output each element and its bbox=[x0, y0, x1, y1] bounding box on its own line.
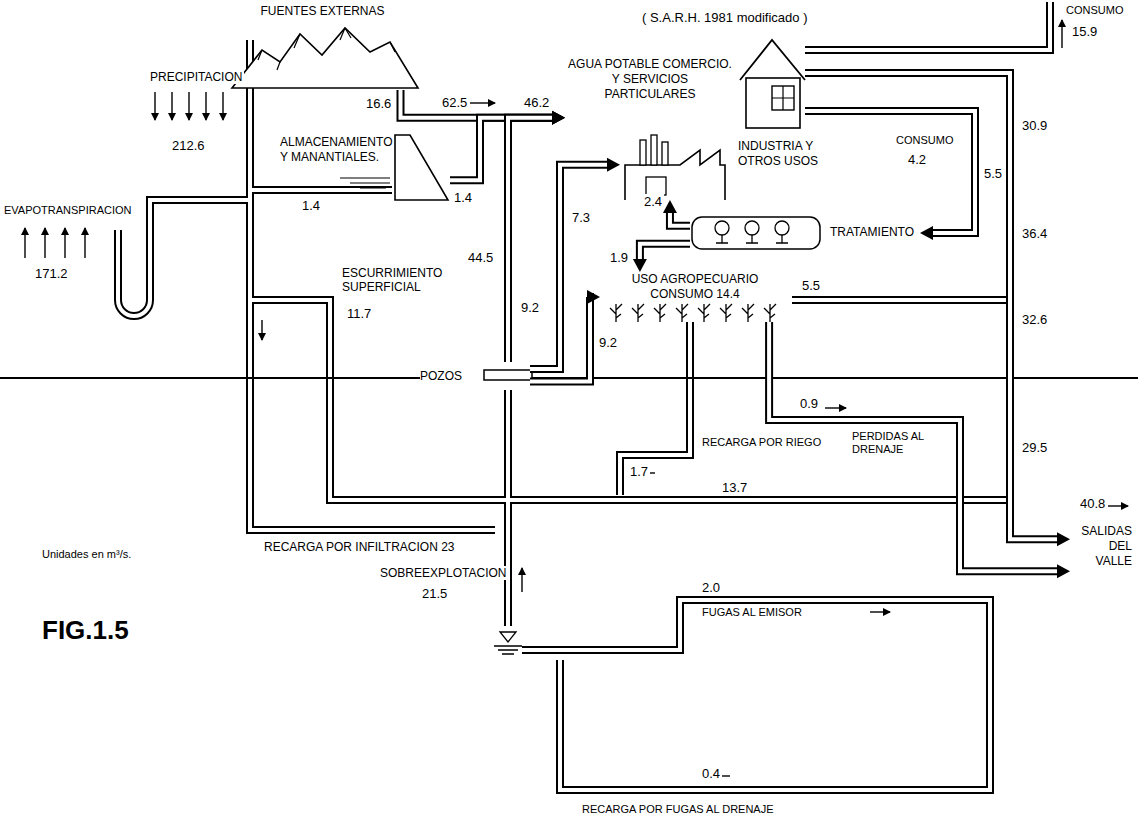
flow-label: 9.2 bbox=[519, 300, 541, 316]
flow-value: 16.6 bbox=[364, 96, 393, 112]
flow-label: 2.0 bbox=[700, 580, 722, 596]
flow-label: 0.4 bbox=[700, 766, 722, 782]
node-text: INDUSTRIA Y OTROS USOS bbox=[738, 139, 838, 169]
flow-value: 2.4 bbox=[642, 194, 664, 210]
flow-value: 1.9 bbox=[608, 250, 630, 266]
node-text: FUENTES EXTERNAS bbox=[225, 4, 420, 19]
flow-label: RECARGA POR INFILTRACION 23 bbox=[262, 540, 456, 554]
flow-node: INDUSTRIA Y OTROS USOS bbox=[620, 125, 890, 200]
flow-label: ( S.A.R.H. 1981 modificado ) bbox=[640, 10, 809, 26]
flow-label: PERDIDAS AL DRENAJE bbox=[850, 430, 954, 456]
flow-label: 62.5 bbox=[440, 95, 469, 111]
flow-label: RECARGA POR RIEGO bbox=[700, 436, 823, 449]
flow-label: RECARGA POR FUGAS AL DRENAJE bbox=[580, 803, 776, 816]
flow-label: EVAPOTRANSPIRACION bbox=[2, 204, 134, 217]
flow-node: SALIDAS DEL VALLE bbox=[1070, 520, 1134, 584]
flow-label: 21.5 bbox=[420, 586, 449, 602]
node-text: POZOS bbox=[420, 369, 478, 384]
flow-label: 29.5 bbox=[1020, 440, 1049, 456]
pipe-connector bbox=[530, 158, 620, 369]
flow-label: 36.4 bbox=[1020, 226, 1049, 242]
flow-node: AGUA POTABLE COMERCIO. Y SERVICIOS PARTI… bbox=[565, 35, 805, 130]
flow-node: TRATAMIENTO bbox=[690, 215, 920, 251]
flow-label: CONSUMO bbox=[894, 134, 955, 147]
flow-node: USO AGROPECUARIO CONSUMO 14.4 bbox=[600, 272, 790, 322]
flow-label: CONSUMO bbox=[1064, 4, 1125, 17]
flow-label: ESCURRIMIENTO SUPERFICIAL bbox=[340, 266, 469, 295]
node-text: USO AGROPECUARIO CONSUMO 14.4 bbox=[600, 272, 790, 302]
pipe-connector bbox=[663, 200, 690, 226]
flow-label: 1.7 bbox=[628, 464, 650, 480]
flow-label: 11.7 bbox=[345, 306, 373, 322]
flow-label: PRECIPITACION bbox=[148, 70, 244, 84]
flow-label: 15.9 bbox=[1070, 24, 1099, 40]
flow-label: FUGAS AL EMISOR bbox=[700, 606, 804, 619]
flow-value: 1.4 bbox=[452, 190, 474, 206]
pipe-connector bbox=[805, 111, 975, 240]
node-text: TRATAMIENTO bbox=[830, 225, 918, 240]
flow-label: 32.6 bbox=[1020, 312, 1049, 328]
pipe-connector bbox=[805, 73, 1070, 546]
flow-label: 171.2 bbox=[33, 266, 70, 282]
flow-value: 5.5 bbox=[982, 166, 1004, 182]
flow-value: 9.2 bbox=[597, 335, 619, 351]
flow-label: 40.8 bbox=[1078, 496, 1107, 512]
flow-label: 46.2 bbox=[522, 95, 551, 111]
node-text: SALIDAS DEL VALLE bbox=[1070, 524, 1132, 569]
flow-label: 1.4 bbox=[300, 198, 322, 214]
flow-label: FIG.1.5 bbox=[40, 615, 131, 646]
flow-label: SOBREEXPLOTACION bbox=[378, 566, 508, 580]
pipe-connector bbox=[769, 322, 1070, 578]
flow-label: Unidades en m³/s. bbox=[40, 548, 133, 561]
flow-node: POZOS bbox=[420, 362, 530, 390]
flow-value: 7.3 bbox=[570, 210, 592, 226]
flow-node: ALMACENAMIENTO Y MANANTIALES. bbox=[280, 130, 450, 205]
node-text: ALMACENAMIENTO Y MANANTIALES. bbox=[280, 135, 388, 165]
node-text: AGUA POTABLE COMERCIO. Y SERVICIOS PARTI… bbox=[565, 57, 735, 102]
flow-label: 212.6 bbox=[170, 138, 207, 154]
flow-label: 5.5 bbox=[800, 278, 822, 294]
flow-label: 13.7 bbox=[720, 480, 749, 496]
pipe-connector bbox=[633, 244, 690, 272]
flow-node: FUENTES EXTERNAS bbox=[225, 4, 420, 90]
flow-label: 4.2 bbox=[906, 152, 928, 168]
flow-value: 44.5 bbox=[466, 250, 495, 266]
flow-value: 30.9 bbox=[1020, 118, 1049, 134]
flow-value: 0.9 bbox=[798, 396, 820, 412]
